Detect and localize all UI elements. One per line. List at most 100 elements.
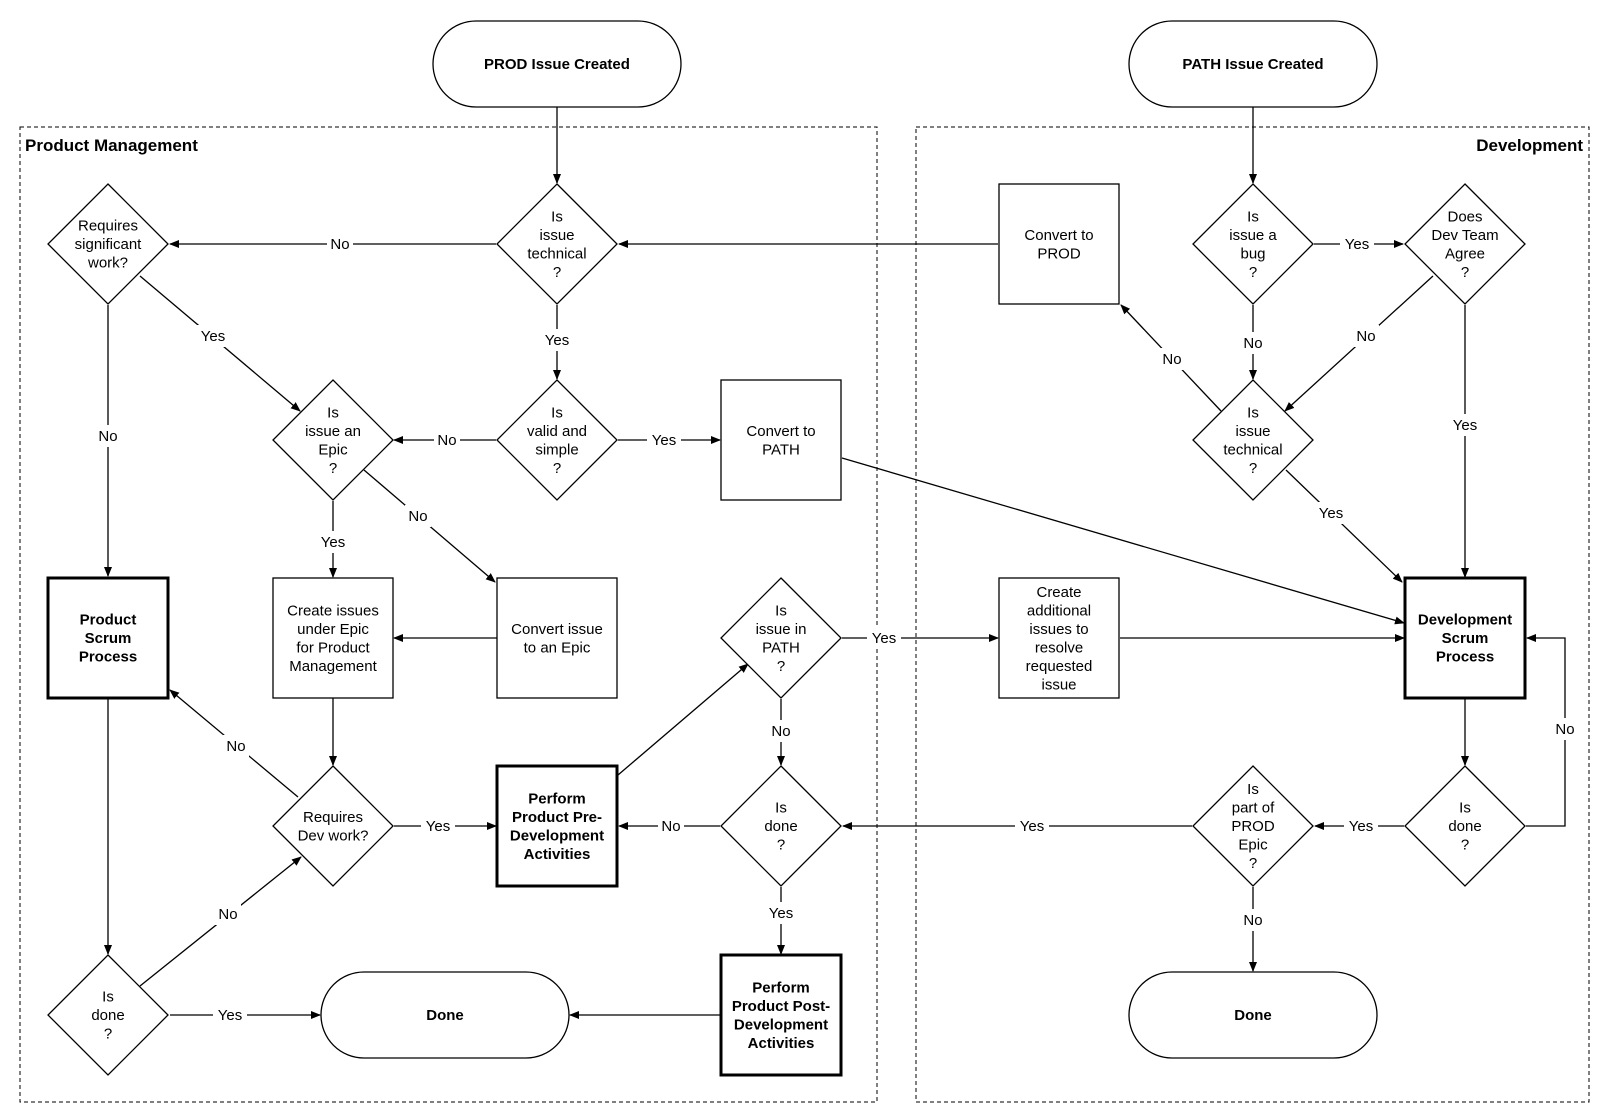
edge-label-text: No bbox=[1243, 912, 1262, 929]
node-done-pm: Done bbox=[320, 971, 570, 1059]
edge-label-background bbox=[1314, 502, 1348, 524]
edge-label-yes: Yes bbox=[1344, 815, 1378, 837]
edge-label-background bbox=[1448, 414, 1482, 436]
node-label-line: done bbox=[1448, 818, 1481, 835]
node-label-line: significant bbox=[75, 236, 143, 253]
node-label-line: issue a bbox=[1229, 227, 1277, 244]
edge-label-no: No bbox=[215, 903, 241, 925]
process-shape bbox=[998, 183, 1120, 305]
node-label: PROD Issue Created bbox=[484, 56, 630, 73]
decision-shape bbox=[1192, 765, 1314, 887]
process-shape bbox=[272, 577, 394, 699]
node-label-line: resolve bbox=[1035, 639, 1083, 656]
node-label-line: bug bbox=[1240, 245, 1265, 262]
node-label-line: Is bbox=[1247, 404, 1259, 421]
edge-label-background bbox=[1240, 909, 1266, 931]
node-label-line: Is bbox=[775, 800, 787, 817]
edge-label-no: No bbox=[768, 720, 794, 742]
edge-label-yes: Yes bbox=[316, 531, 350, 553]
node-label: PATH Issue Created bbox=[1182, 56, 1323, 73]
edge-label-background bbox=[867, 627, 901, 649]
node-label-line: Activities bbox=[524, 846, 591, 863]
edge-label-no: No bbox=[1159, 348, 1185, 370]
node-label-line: valid and bbox=[527, 423, 587, 440]
node-label-line: additional bbox=[1027, 602, 1091, 619]
edge-label-text: Yes bbox=[1345, 236, 1369, 253]
node-label-line: Product bbox=[80, 612, 137, 629]
node-label-line: Process bbox=[79, 649, 137, 666]
edge-label-background bbox=[213, 1004, 247, 1026]
edge-label-background bbox=[764, 902, 798, 924]
node-label-line: issue an bbox=[305, 423, 361, 440]
edge-label-background bbox=[658, 815, 684, 837]
edge-label-text: Yes bbox=[652, 432, 676, 449]
node-label-line: Perform bbox=[752, 979, 810, 996]
process-shape bbox=[719, 953, 843, 1077]
edge-label-text: No bbox=[771, 723, 790, 740]
edge-label-text: Yes bbox=[545, 332, 569, 349]
edge-label-text: Yes bbox=[1453, 417, 1477, 434]
node-label-line: ? bbox=[1461, 837, 1469, 854]
node-label-line: Activities bbox=[748, 1035, 815, 1052]
edge-label-text: No bbox=[1162, 351, 1181, 368]
node-label-line: Convert to bbox=[1024, 227, 1093, 244]
node-prod-issue-created: PROD Issue Created bbox=[432, 20, 682, 108]
decision-shape bbox=[720, 765, 842, 887]
node-label-line: Is bbox=[1247, 208, 1259, 225]
edge-label-text: Yes bbox=[1020, 818, 1044, 835]
node-label-line: simple bbox=[535, 441, 578, 458]
node-label-line: PATH Issue Created bbox=[1182, 56, 1323, 73]
node-label-line: for Product bbox=[296, 639, 370, 656]
group-product-management: Product Management bbox=[19, 126, 878, 1103]
node-label-line: ? bbox=[777, 658, 785, 675]
edge-pre-dev-to-in-path bbox=[617, 663, 749, 776]
node-label-line: issues to bbox=[1029, 621, 1088, 638]
node-label-line: Is bbox=[775, 602, 787, 619]
decision-shape bbox=[1404, 183, 1526, 305]
edge-label-background bbox=[1552, 718, 1578, 740]
edge-label-text: Yes bbox=[872, 630, 896, 647]
node-label-line: done bbox=[91, 1007, 124, 1024]
node-label-line: Development bbox=[734, 1016, 828, 1033]
decision-shape bbox=[1192, 379, 1314, 501]
node-label-line: Development bbox=[510, 827, 604, 844]
node-label-line: Is bbox=[1247, 781, 1259, 798]
edge-label-no: No bbox=[658, 815, 684, 837]
node-label-line: ? bbox=[777, 837, 785, 854]
edge-label-text: Yes bbox=[1319, 505, 1343, 522]
node-label-line: ? bbox=[1249, 264, 1257, 281]
decision-shape bbox=[47, 183, 169, 305]
node-label-line: issue bbox=[1235, 423, 1270, 440]
node-label-line: Is bbox=[1459, 800, 1471, 817]
node-label-line: under Epic bbox=[297, 621, 369, 638]
decision-shape bbox=[272, 379, 394, 501]
decision-shape bbox=[272, 765, 394, 887]
edge-label-no: No bbox=[223, 735, 249, 757]
terminal-shape bbox=[1128, 971, 1378, 1059]
node-label-line: Epic bbox=[1238, 837, 1268, 854]
edge-label-background bbox=[768, 720, 794, 742]
process-shape bbox=[46, 576, 170, 700]
node-label-line: Development bbox=[1418, 612, 1512, 629]
